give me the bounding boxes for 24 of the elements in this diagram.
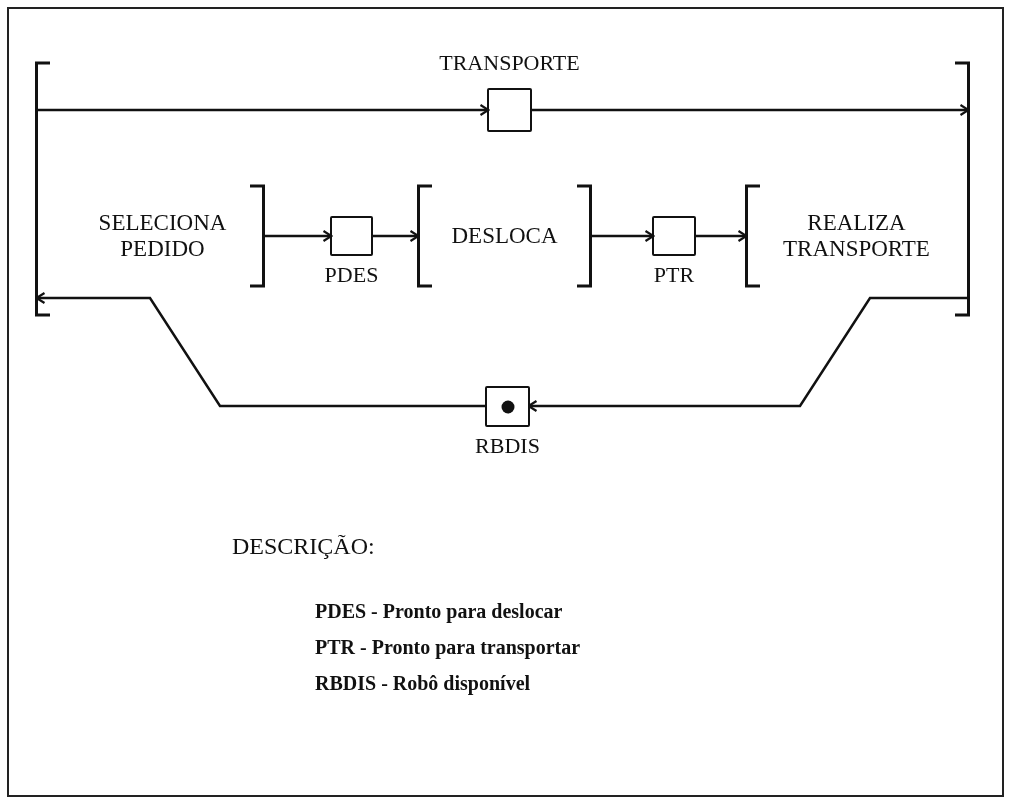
place-box [330,216,373,256]
legend-entry: PTR - Pronto para transportar [315,636,581,659]
arrow [527,296,969,413]
place-label: TRANSPORTE [439,50,580,76]
description-heading: DESCRIÇÃO: [232,533,375,560]
place-box [652,216,696,256]
arrow [36,103,490,117]
place-label: PTR [653,262,695,288]
activity-bracket [417,185,592,287]
place-label: PDES [324,262,379,288]
arrow [263,229,333,243]
place-label: RBDIS [475,433,540,459]
activity-label: REALIZA TRANSPORTE [782,210,931,262]
arrow [590,229,655,243]
place-box [485,386,530,427]
arrow [371,229,420,243]
activity-label: SELECIONA PEDIDO [97,210,228,262]
activity-label: DESLOCA [450,223,559,249]
arrow [694,229,748,243]
place-box [487,88,532,132]
arrow [35,291,487,408]
legend-entry: RBDIS - Robô disponível [315,672,531,695]
arrow [530,103,970,117]
legend-entry: PDES - Pronto para deslocar [315,600,563,623]
